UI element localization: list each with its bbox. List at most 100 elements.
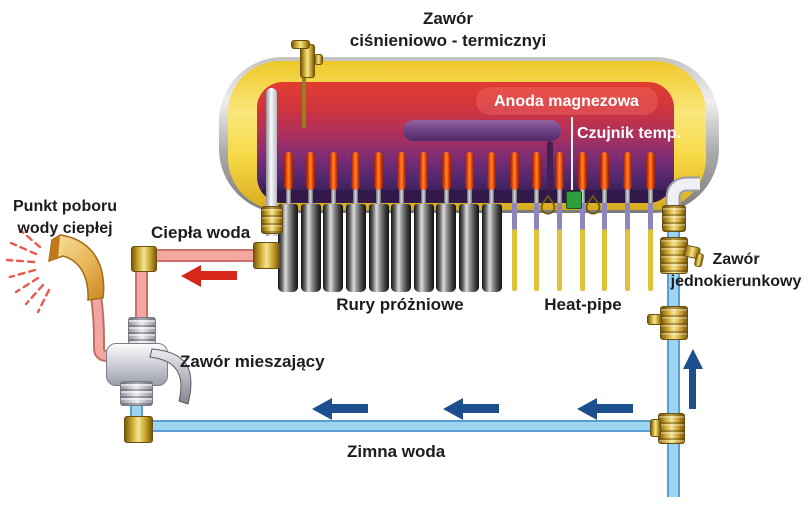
condenser-stem <box>466 186 472 210</box>
vacuum-tube <box>368 204 389 292</box>
anode-highlight <box>476 87 658 115</box>
condenser-bulb <box>306 152 316 190</box>
magnesium-anode-rod <box>403 120 561 141</box>
vacuum-tube <box>300 204 321 292</box>
relief-valve-body[interactable] <box>300 44 315 78</box>
cold-flow-arrow-head <box>577 398 597 420</box>
condenser-bulb <box>509 152 519 190</box>
vacuum-tube <box>323 204 344 292</box>
hot-elbow-right <box>253 242 280 269</box>
vacuum-tube <box>413 204 434 292</box>
heat-pipe-rod <box>647 203 653 291</box>
condenser-stem <box>534 186 540 210</box>
condenser-bulb <box>464 152 474 190</box>
mixing-valve-body[interactable] <box>106 343 168 386</box>
tap-spout[interactable] <box>48 234 105 301</box>
tank-bottom-strip <box>257 190 674 203</box>
condenser-bulb <box>622 152 632 190</box>
condenser-stem <box>624 186 630 210</box>
cold-water-label: Zimna woda <box>347 442 446 461</box>
shutoff-valve-body[interactable] <box>660 306 688 340</box>
vacuum-tubes-label: Rury próżniowe <box>336 295 464 314</box>
check-valve-label: Zawór jednokierunkowy <box>660 249 807 293</box>
condenser-stem <box>308 186 314 210</box>
heat-pipe-rod <box>602 203 608 291</box>
cold-flow-arrow <box>596 404 633 413</box>
cold-up-arrow-head <box>683 349 703 369</box>
condenser-stem <box>398 186 404 210</box>
condenser-bulb <box>532 152 542 190</box>
condenser-bulb <box>374 152 383 190</box>
temp-sensor-label: Czujnik temp. <box>577 125 682 142</box>
draw-point-label-line1: Punkt poboru <box>13 198 117 215</box>
condenser-bulb <box>396 152 406 190</box>
draw-point-label: Punkt poboru wody ciepłej <box>0 196 130 240</box>
heat-pipe-rod <box>534 203 540 291</box>
hot-outlet-coupling <box>261 206 283 234</box>
hot-pipe-horizontal <box>150 249 256 262</box>
mixing-valve-bottom-coupling <box>120 381 153 406</box>
relief-valve-knob <box>314 54 323 65</box>
condenser-bulb <box>283 152 293 190</box>
cold-pipe-horizontal <box>148 420 671 432</box>
condenser-bulb <box>419 152 429 190</box>
condenser-stem <box>421 186 427 210</box>
relief-valve-label-line2: ciśnieniowo - termicznyi <box>349 31 547 50</box>
cold-riser-pipe <box>667 188 680 497</box>
vacuum-tube <box>345 204 366 292</box>
condenser-stem <box>579 186 585 210</box>
condenser-stem <box>443 186 449 210</box>
condenser-bulb <box>577 152 587 190</box>
hot-water-label: Ciepła woda <box>151 223 251 242</box>
vacuum-tube <box>481 204 502 292</box>
heat-pipe-rod <box>557 203 562 291</box>
relief-valve-label: Zawór ciśnieniowo - termicznyi <box>322 8 574 52</box>
cold-flow-arrow <box>331 404 368 413</box>
cold-flow-arrow-head <box>443 398 463 420</box>
vacuum-tube <box>278 204 298 292</box>
hot-outlet-pipe <box>266 88 277 236</box>
vacuum-tube <box>436 204 457 292</box>
cold-flow-arrow-head <box>312 398 332 420</box>
sensor-well <box>547 141 553 196</box>
condenser-stem <box>376 186 381 210</box>
hot-flow-arrow <box>199 271 237 280</box>
condenser-stem <box>489 186 495 210</box>
condenser-stem <box>353 186 359 210</box>
relief-valve-stem <box>302 68 306 128</box>
condenser-bulb <box>441 152 451 190</box>
temp-sensor-probe <box>566 191 582 209</box>
check-valve-body[interactable] <box>660 237 688 274</box>
condenser-bulb <box>351 152 361 190</box>
condenser-stem <box>330 186 336 210</box>
condenser-bulb <box>328 152 338 190</box>
shutoff-valve-handle[interactable] <box>647 314 662 325</box>
heat-pipe-rod <box>579 203 585 291</box>
condenser-stem <box>602 186 608 210</box>
cold-tee-fitting <box>658 413 685 444</box>
hot-pipe-vertical <box>135 266 148 322</box>
hot-elbow-left <box>131 246 157 272</box>
check-valve-label-line1: Zawór <box>712 251 760 268</box>
hot-flow-arrow-head <box>181 265 201 287</box>
condenser-stem <box>285 186 291 210</box>
cold-up-arrow <box>689 367 696 409</box>
condenser-stem <box>511 186 517 210</box>
relief-valve-label-line1: Zawór <box>422 9 474 28</box>
cold-flow-arrow <box>462 404 499 413</box>
anode-label: Anoda magnezowa <box>494 93 639 110</box>
draw-point-label-line2: wody ciepłej <box>17 220 113 237</box>
condenser-stem <box>557 186 562 210</box>
vacuum-tube <box>459 204 479 292</box>
vacuum-tube <box>391 204 412 292</box>
condenser-bulb <box>487 152 497 190</box>
relief-valve-lever[interactable] <box>291 40 310 49</box>
heat-pipe-rod <box>624 203 630 291</box>
condenser-bulb <box>645 152 655 190</box>
check-valve-label-line2: jednokierunkowy <box>670 273 802 290</box>
heat-pipe-label: Heat-pipe <box>544 295 622 314</box>
riser-coupling <box>662 205 686 232</box>
heat-pipe-rod <box>511 203 517 291</box>
temp-sensor-wire <box>571 117 573 193</box>
